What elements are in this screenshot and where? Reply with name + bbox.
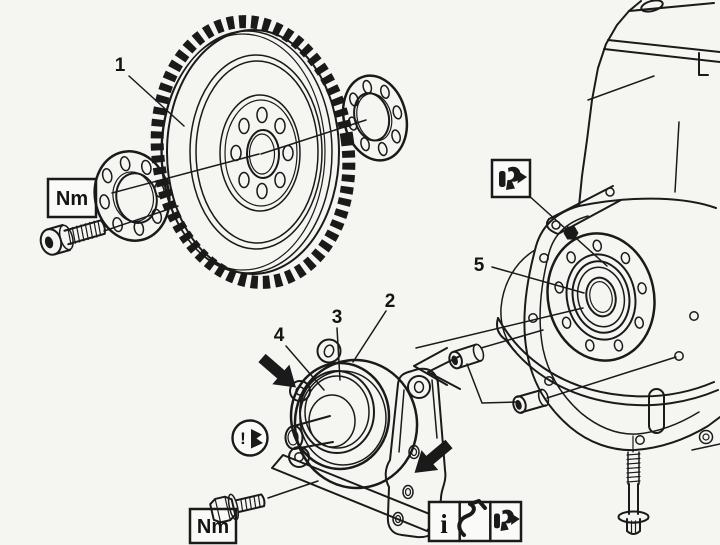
housing-bolt-icon	[209, 493, 266, 524]
block-bolt-icon	[617, 435, 650, 535]
flywheel-bolt-icon	[39, 219, 106, 256]
crankshaft-flange	[546, 232, 656, 362]
dowel-leader-1	[480, 329, 544, 349]
face-arm	[545, 185, 622, 235]
seal-housing-assembly: 2 3 4 ! Nm	[188, 291, 458, 545]
torque-unit-label: Nm	[56, 188, 88, 210]
seal-remover-hook-icon	[457, 499, 487, 537]
callout-2-label: 2	[385, 291, 396, 312]
torque-spec-box-flywheel: Nm	[46, 177, 98, 219]
drive-plate	[341, 74, 409, 162]
callout-1-label: 1	[115, 55, 126, 76]
mounting-bracket	[384, 367, 447, 539]
lower-rib	[496, 317, 719, 407]
flywheel-assembly: Nm	[39, 15, 409, 289]
gasket-outline	[539, 215, 700, 435]
axis-alignment-line	[415, 307, 584, 349]
face-holes	[528, 253, 699, 445]
callout-4: 4	[274, 325, 325, 391]
dowel-elbow-leader	[466, 363, 518, 404]
caution-circle-icon: !	[231, 419, 269, 457]
callout-3: 3	[332, 307, 343, 381]
callout-5-label: 5	[474, 255, 485, 276]
callout-1: 1	[115, 55, 185, 127]
oil-seal-ring	[299, 370, 375, 454]
crankshaft-stub	[284, 415, 334, 450]
special-tool-box	[490, 158, 608, 267]
dowel-leader-2	[546, 356, 677, 399]
callout-3-label: 3	[332, 307, 343, 328]
block-left-edge	[578, 0, 642, 207]
engine-block: 5	[413, 0, 720, 535]
boss	[698, 429, 714, 445]
info-icon: i	[440, 509, 448, 539]
sealing-plug	[563, 226, 579, 240]
face-slot	[648, 388, 665, 434]
caution-mark: !	[240, 429, 246, 448]
spacer-plate	[93, 150, 171, 242]
face-outline	[523, 205, 720, 452]
flywheel	[150, 15, 356, 289]
gasket-strip	[271, 454, 438, 532]
procedure-icon-strip: i	[427, 499, 523, 543]
callout-4-label: 4	[274, 325, 285, 346]
callout-2: 2	[352, 291, 396, 363]
dowel-sleeve-1	[448, 343, 485, 370]
callout-5: 5	[474, 255, 585, 294]
lifting-lug	[640, 0, 664, 13]
flywheel-bolt-holes	[230, 106, 294, 200]
ring-gear-teeth	[150, 15, 356, 289]
seal-housing-body	[289, 358, 419, 490]
housing-bolt-leader	[267, 480, 319, 499]
face-top-edge	[578, 197, 717, 209]
caution-arrow-glyph	[251, 429, 263, 449]
